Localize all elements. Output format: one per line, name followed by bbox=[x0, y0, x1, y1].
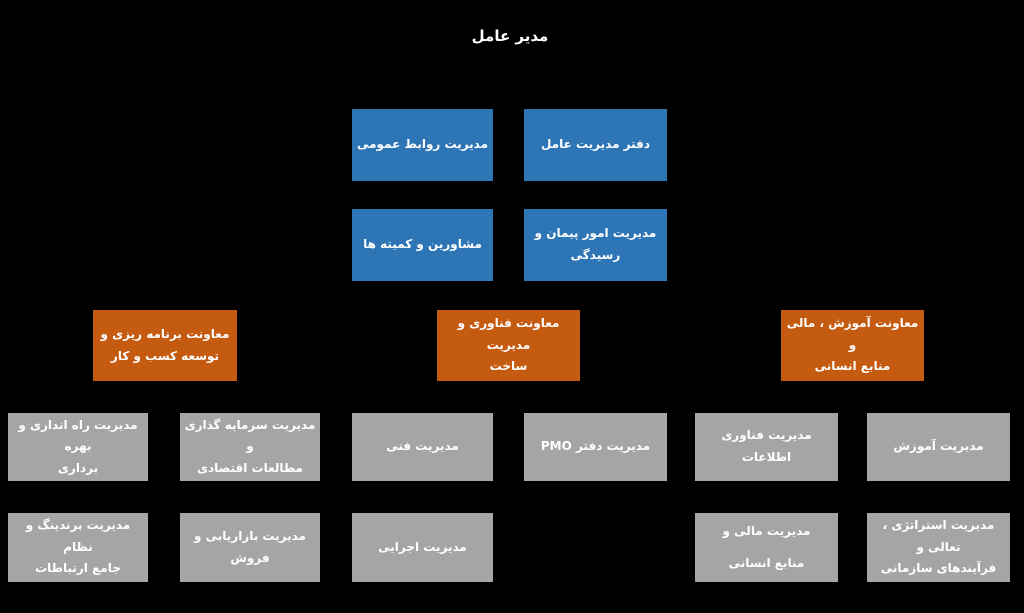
box-contract-affairs: مدیریت امور پیمان و رسیدگی bbox=[524, 209, 667, 281]
box-executive-management: مدیریت اجرایی bbox=[352, 513, 493, 582]
box-finance-hr: مدیریت مالی و منابع انسانی bbox=[695, 513, 838, 582]
box-strategy-excellence-processes: مدیریت استراتژی ، تعالی و فرآیندهای سازم… bbox=[867, 513, 1010, 582]
box-technical-management: مدیریت فنی bbox=[352, 413, 493, 481]
box-deputy-planning-business-development: معاونت برنامه ریزی و توسعه کسب و کار bbox=[93, 310, 237, 381]
box-information-technology: مدیریت فناوری اطلاعات bbox=[695, 413, 838, 481]
box-marketing-sales: مدیریت بازاریابی و فروش bbox=[180, 513, 320, 582]
box-public-relations: مدیریت روابط عمومی bbox=[352, 109, 493, 181]
box-deputy-education-finance-hr: معاونت آموزش ، مالی و منابع انسانی bbox=[781, 310, 924, 381]
box-branding-communications: مدیریت برندینگ و نظام جامع ارتباطات bbox=[8, 513, 148, 582]
box-pmo-office: مدیریت دفتر PMO bbox=[524, 413, 667, 481]
box-advisors-committees: مشاورین و کمیته ها bbox=[352, 209, 493, 281]
box-commissioning-operation: مدیریت راه اندازی و بهره برداری bbox=[8, 413, 148, 481]
box-investment-economic-studies: مدیریت سرمایه گذاری و مطالعات اقتصادی bbox=[180, 413, 320, 481]
box-education-management: مدیریت آموزش bbox=[867, 413, 1010, 481]
box-deputy-technology-construction: معاونت فناوری و مدیریت ساخت bbox=[437, 310, 580, 381]
org-title-ceo: مدیر عامل bbox=[471, 27, 549, 45]
box-ceo-office: دفتر مدیریت عامل bbox=[524, 109, 667, 181]
